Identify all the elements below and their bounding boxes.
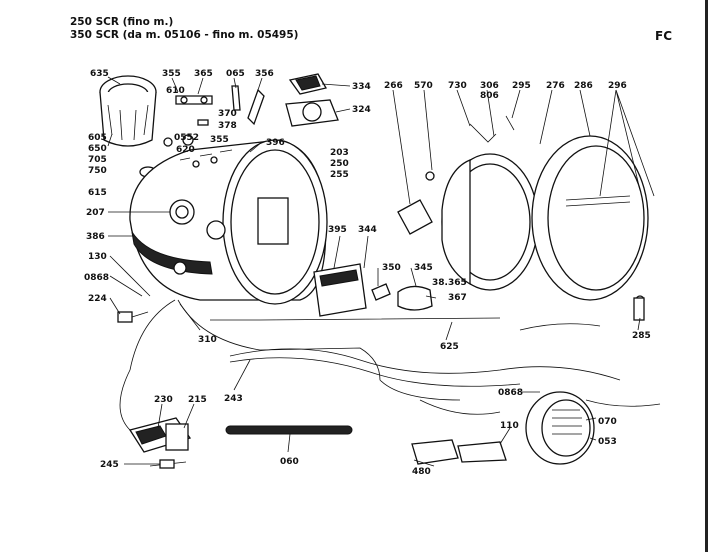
label-806: 806 [480, 91, 499, 101]
horn-part [525, 391, 661, 465]
model-line-2: 350 SCR (da m. 05106 - fino m. 05495) [70, 29, 299, 41]
label-266: 266 [384, 81, 403, 91]
label-296: 296 [608, 81, 627, 91]
label-730: 730 [448, 81, 467, 91]
label-334: 334 [352, 82, 371, 92]
label-705: 705 [88, 155, 107, 165]
headlamp-rim-part [531, 135, 649, 305]
label-215: 215 [188, 395, 207, 405]
label-620: 620 [176, 145, 195, 155]
label-324: 324 [352, 105, 371, 115]
label-245: 245 [100, 460, 119, 470]
label-378: 378 [218, 121, 237, 131]
label-355: 355 [162, 69, 181, 79]
label-635: 635 [90, 69, 109, 79]
label-203: 203 [330, 148, 349, 158]
label-610: 610 [166, 86, 185, 96]
label-605: 605 [88, 133, 107, 143]
label-395: 395 [328, 225, 347, 235]
label-625: 625 [440, 342, 459, 352]
label-295: 295 [512, 81, 531, 91]
label-243: 243 [224, 394, 243, 404]
label-306: 306 [480, 81, 499, 91]
label-370: 370 [218, 109, 237, 119]
label-480: 480 [412, 467, 431, 477]
ignition-switch-part [285, 73, 339, 127]
cable-tube-part [225, 425, 353, 435]
label-255: 255 [330, 170, 349, 180]
label-344: 344 [358, 225, 377, 235]
coil-block-part [128, 417, 192, 467]
label-250: 250 [330, 159, 349, 169]
label-345: 345 [414, 263, 433, 273]
label-38-365: 38.365 [432, 278, 467, 288]
label-285: 285 [632, 331, 651, 341]
label-065: 065 [226, 69, 245, 79]
model-header: 250 SCR (fino m.) 350 SCR (da m. 05106 -… [70, 16, 298, 42]
part-labels: 635 355 365 065 356 610 370 378 0552 355… [84, 69, 651, 477]
label-224: 224 [88, 294, 107, 304]
label-0868-second: 0868 [498, 388, 523, 398]
label-060: 060 [280, 457, 299, 467]
headlamp-shell-part [129, 139, 328, 305]
label-0868: 0868 [84, 273, 109, 283]
model-line-1: 250 SCR (fino m.) [70, 16, 174, 28]
label-750: 750 [88, 166, 107, 176]
label-570: 570 [414, 81, 433, 91]
regulator-part [313, 263, 433, 317]
speedometer-part [99, 75, 157, 178]
label-367: 367 [448, 293, 467, 303]
socket-part [411, 439, 507, 465]
label-650: 650 [88, 144, 107, 154]
label-365: 365 [194, 69, 213, 79]
label-356: 356 [255, 69, 274, 79]
label-286: 286 [574, 81, 593, 91]
label-386: 386 [86, 232, 105, 242]
label-0552: 0552 [174, 133, 199, 143]
label-130: 130 [88, 252, 107, 262]
page-edge [705, 0, 708, 552]
headlamp-reflector-part [397, 115, 539, 291]
label-110: 110 [500, 421, 519, 431]
label-615: 615 [88, 188, 107, 198]
table-code: FC [655, 29, 673, 43]
leader-lines [107, 76, 655, 467]
label-276: 276 [546, 81, 565, 91]
label-396: 396 [266, 138, 285, 148]
wiring-harness [119, 299, 621, 431]
label-070: 070 [598, 417, 617, 427]
label-230: 230 [154, 395, 173, 405]
switch-parts [163, 85, 265, 147]
label-350: 350 [382, 263, 401, 273]
label-207: 207 [86, 208, 105, 218]
label-053: 053 [598, 437, 617, 447]
label-355-second: 355 [210, 135, 229, 145]
label-310: 310 [198, 335, 217, 345]
